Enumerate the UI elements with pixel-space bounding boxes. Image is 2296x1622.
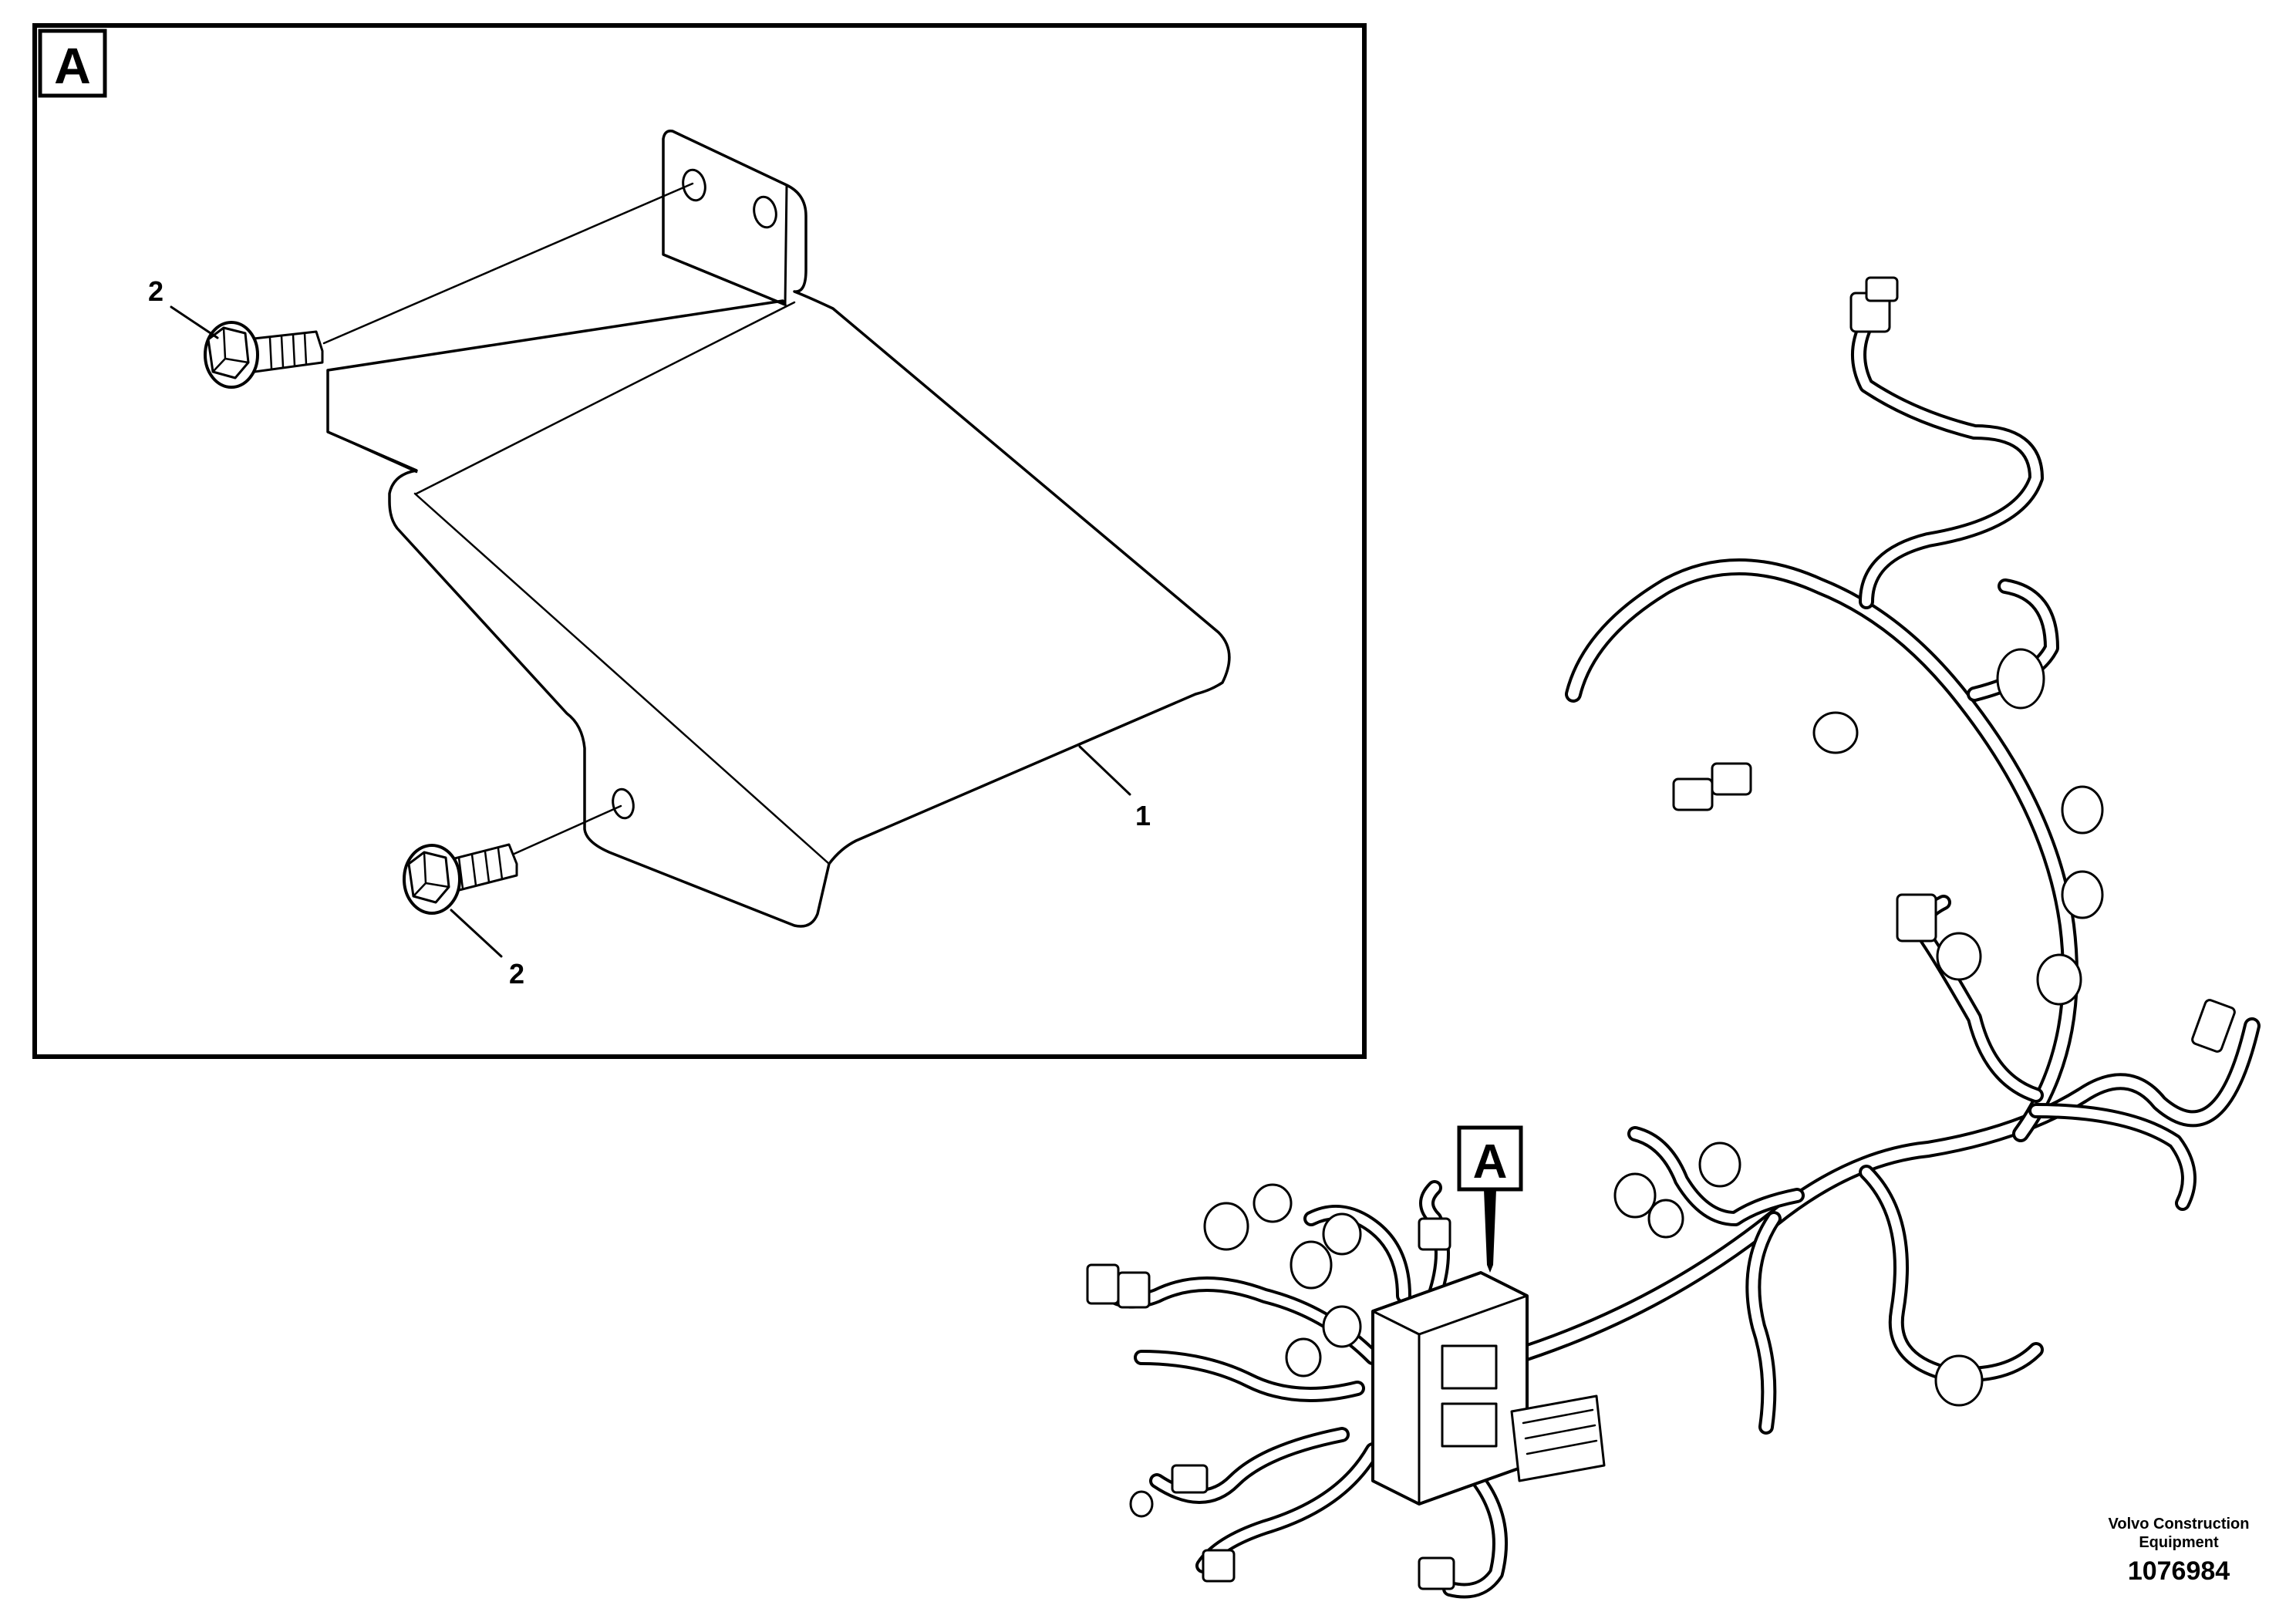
harness-wires <box>1087 316 2261 1599</box>
company-name-line2: Equipment <box>2139 1534 2219 1551</box>
view-a-arrow <box>1484 1189 1496 1273</box>
view-a-marker-box <box>1457 1125 1523 1192</box>
detail-view-a: A 2 <box>32 23 1367 1059</box>
view-a-marker-letter: A <box>1473 1135 1508 1189</box>
mounting-bracket <box>326 129 1231 928</box>
control-unit <box>1371 1271 1606 1506</box>
leader-screw-lower <box>450 909 503 958</box>
harness-connectors <box>1086 276 2236 1590</box>
callout-bracket: 1 <box>1135 800 1151 831</box>
detail-view-letter-box <box>38 29 107 98</box>
callout-screw-lower: 2 <box>509 958 524 990</box>
detail-view-letter: A <box>54 37 91 94</box>
leader-screw-upper <box>170 305 219 339</box>
drawing-title-block: Volvo Construction Equipment 1076984 <box>2109 1516 2250 1586</box>
callout-screw-upper: 2 <box>148 275 164 307</box>
leader-bracket <box>1078 745 1131 796</box>
detail-frame <box>32 23 1367 1059</box>
view-a-marker: A <box>1457 1125 1523 1273</box>
company-name-line1: Volvo Construction <box>2109 1516 2250 1533</box>
wiring-harness: A <box>1086 276 2261 1599</box>
drawing-number: 1076984 <box>2128 1556 2230 1586</box>
flange-screw-lower <box>403 804 622 915</box>
